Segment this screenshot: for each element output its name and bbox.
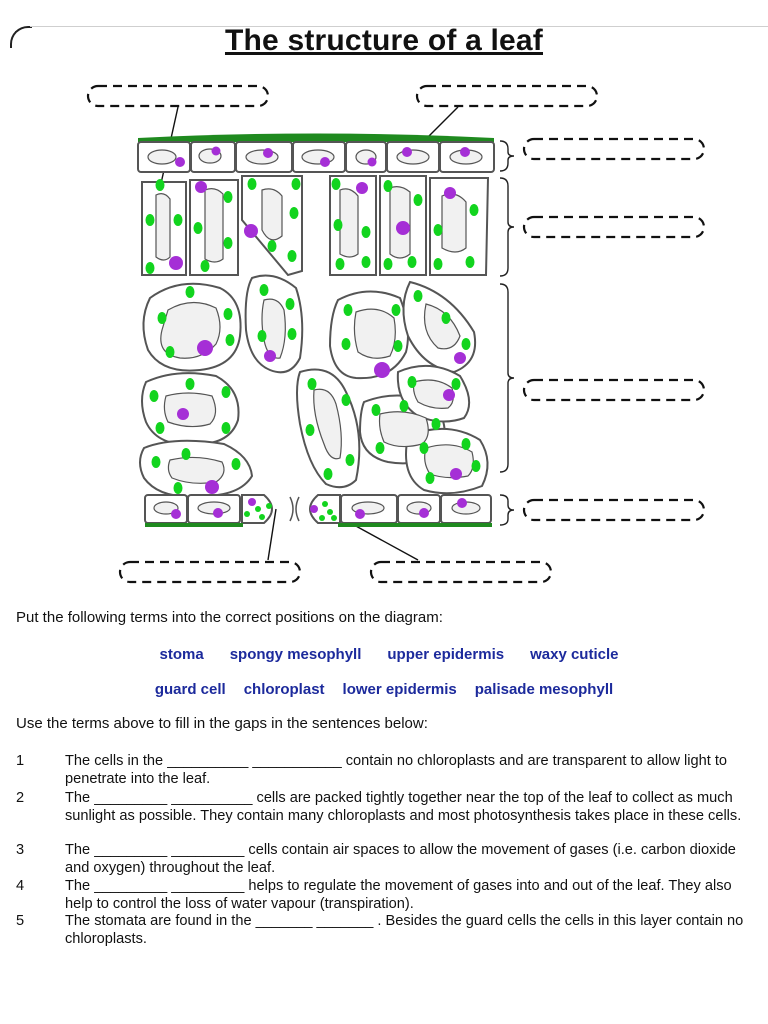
term-lower-epidermis[interactable]: lower epidermis xyxy=(342,681,457,698)
term-stoma[interactable]: stoma xyxy=(159,646,204,663)
upper-epidermis-layer xyxy=(137,141,495,173)
question-number: 4 xyxy=(16,878,25,894)
label-box-upper-epidermis[interactable] xyxy=(522,137,706,161)
waxy-cuticle-bottom xyxy=(145,523,492,527)
instructions-text-2: Use the terms above to fill in the gaps … xyxy=(16,715,428,732)
instructions-text: Put the following terms into the correct… xyxy=(16,609,443,626)
label-box-lower-epidermis[interactable] xyxy=(522,498,706,522)
palisade-mesophyll-layer xyxy=(141,175,490,277)
label-box-bottom-right[interactable] xyxy=(369,560,553,584)
question-number: 5 xyxy=(16,913,25,929)
terms-row-2: guard cell chloroplast lower epidermis p… xyxy=(0,681,768,698)
term-waxy-cuticle[interactable]: waxy cuticle xyxy=(530,646,619,663)
label-box-spongy[interactable] xyxy=(522,378,706,402)
question-3: 3 The _________ _________ cells contain … xyxy=(16,841,756,878)
question-number: 2 xyxy=(16,790,25,806)
term-chloroplast[interactable]: chloroplast xyxy=(243,681,325,698)
page-corner-decoration xyxy=(10,26,32,48)
lower-epidermis-layer xyxy=(144,494,492,524)
question-text: The stomata are found in the _______ ___… xyxy=(65,913,744,948)
spongy-mesophyll-layer xyxy=(139,274,489,498)
term-spongy-mesophyll[interactable]: spongy mesophyll xyxy=(229,646,362,663)
question-1: 1 The cells in the __________ __________… xyxy=(16,752,756,789)
question-5: 5 The stomata are found in the _______ _… xyxy=(16,912,756,949)
waxy-cuticle-top xyxy=(138,133,494,142)
question-number: 1 xyxy=(16,753,25,769)
question-text: The _________ _________ helps to regulat… xyxy=(65,878,732,913)
term-upper-epidermis[interactable]: upper epidermis xyxy=(387,646,505,663)
question-text: The _________ __________ cells are packe… xyxy=(65,790,742,825)
term-palisade-mesophyll[interactable]: palisade mesophyll xyxy=(474,681,614,698)
leaf-cross-section-diagram xyxy=(86,84,706,584)
label-box-cuticle[interactable] xyxy=(86,84,270,108)
question-text: The cells in the __________ ___________ … xyxy=(65,753,728,788)
question-4: 4 The _________ _________ helps to regul… xyxy=(16,877,756,914)
page-border-line xyxy=(30,26,768,27)
question-number: 3 xyxy=(16,842,25,858)
question-text: The _________ _________ cells contain ai… xyxy=(65,842,736,877)
layer-brackets xyxy=(499,140,515,526)
terms-row-1: stoma spongy mesophyll upper epidermis w… xyxy=(0,646,768,663)
label-box-upper-top-right[interactable] xyxy=(415,84,599,108)
term-guard-cell[interactable]: guard cell xyxy=(154,681,226,698)
question-2: 2 The _________ __________ cells are pac… xyxy=(16,789,756,826)
label-box-bottom-left[interactable] xyxy=(118,560,302,584)
page-title: The structure of a leaf xyxy=(224,24,543,57)
label-box-palisade[interactable] xyxy=(522,215,706,239)
